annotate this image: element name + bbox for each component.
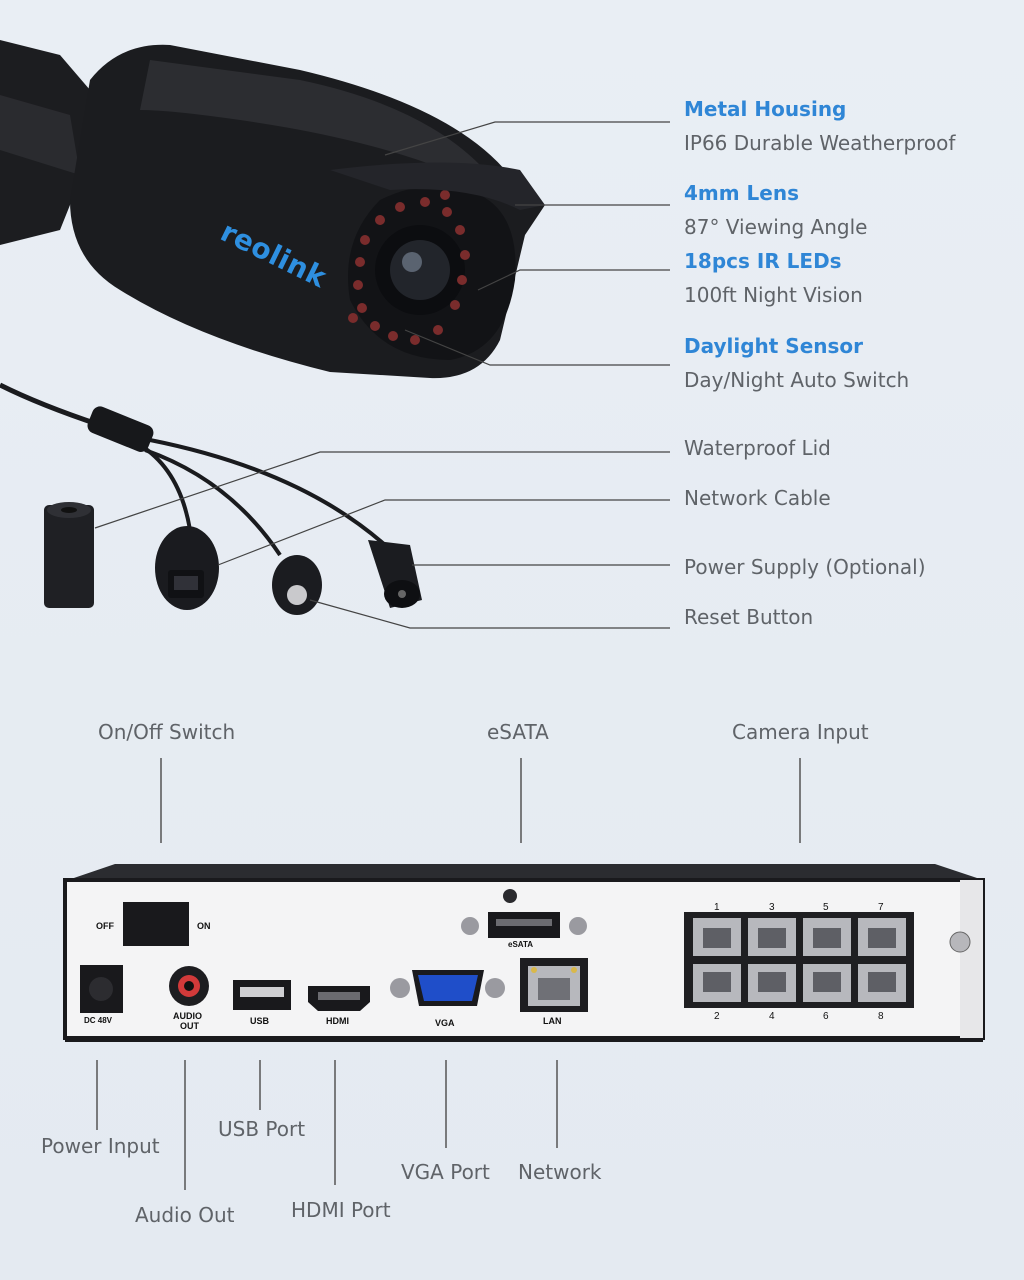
nvr-leader-lines (96, 758, 801, 1190)
label-hdmi-port: HDMI Port (291, 1198, 391, 1222)
port-number-6: 6 (823, 1011, 829, 1022)
esata-port (461, 889, 587, 938)
camera-cables (0, 382, 387, 557)
label-waterproof-lid: Waterproof Lid (684, 436, 831, 460)
feature-title-daylight-sensor: Daylight Sensor (684, 334, 864, 358)
panel-on-label: ON (197, 921, 211, 931)
port-number-4: 4 (769, 1011, 775, 1022)
feature-subtitle-viewing-angle: 87° Viewing Angle (684, 215, 868, 239)
port-number-8: 8 (878, 1011, 884, 1022)
camera-input-ports (684, 912, 914, 1008)
panel-esata-label: eSATA (508, 940, 534, 949)
label-on-off-switch: On/Off Switch (98, 720, 236, 744)
lan-port (520, 958, 588, 1012)
feature-subtitle-night-vision: 100ft Night Vision (684, 283, 863, 307)
bullet-camera (0, 40, 545, 379)
network-connector (155, 526, 219, 610)
label-camera-input: Camera Input (732, 720, 869, 744)
reset-connector (272, 555, 322, 615)
waterproof-lid (44, 502, 94, 608)
power-connector (368, 540, 422, 608)
panel-out-label: OUT (180, 1021, 199, 1031)
label-power-supply: Power Supply (Optional) (684, 555, 926, 579)
panel-usb-label: USB (250, 1016, 270, 1026)
port-number-2: 2 (714, 1011, 720, 1022)
label-vga-port: VGA Port (401, 1160, 490, 1184)
port-number-5: 5 (823, 902, 829, 913)
label-audio-out: Audio Out (135, 1203, 235, 1227)
label-network-cable: Network Cable (684, 486, 831, 510)
port-number-3: 3 (769, 902, 775, 913)
cable-splitter (87, 406, 154, 452)
panel-hdmi-label: HDMI (326, 1016, 349, 1026)
feature-subtitle-weatherproof: IP66 Durable Weatherproof (684, 131, 956, 155)
panel-audio-label: AUDIO (173, 1011, 202, 1021)
feature-subtitle-auto-switch: Day/Night Auto Switch (684, 368, 910, 392)
label-reset-button: Reset Button (684, 605, 814, 629)
port-number-7: 7 (878, 902, 884, 913)
label-network: Network (518, 1160, 602, 1184)
feature-title-ir-leds: 18pcs IR LEDs (684, 249, 842, 273)
vga-port (390, 970, 505, 1006)
nvr-recorder (63, 864, 985, 1042)
feature-title-lens: 4mm Lens (684, 181, 800, 205)
panel-lan-label: LAN (543, 1016, 562, 1026)
port-number-1: 1 (714, 902, 720, 913)
label-usb-port: USB Port (218, 1117, 306, 1141)
power-switch (123, 902, 189, 946)
panel-off-label: OFF (96, 921, 114, 931)
panel-dc-label: DC 48V (84, 1016, 113, 1025)
label-esata: eSATA (487, 720, 549, 744)
panel-vga-label: VGA (435, 1018, 455, 1028)
label-power-input: Power Input (41, 1134, 160, 1158)
feature-title-metal-housing: Metal Housing (684, 97, 847, 121)
camera-leader-lines (94, 121, 670, 629)
